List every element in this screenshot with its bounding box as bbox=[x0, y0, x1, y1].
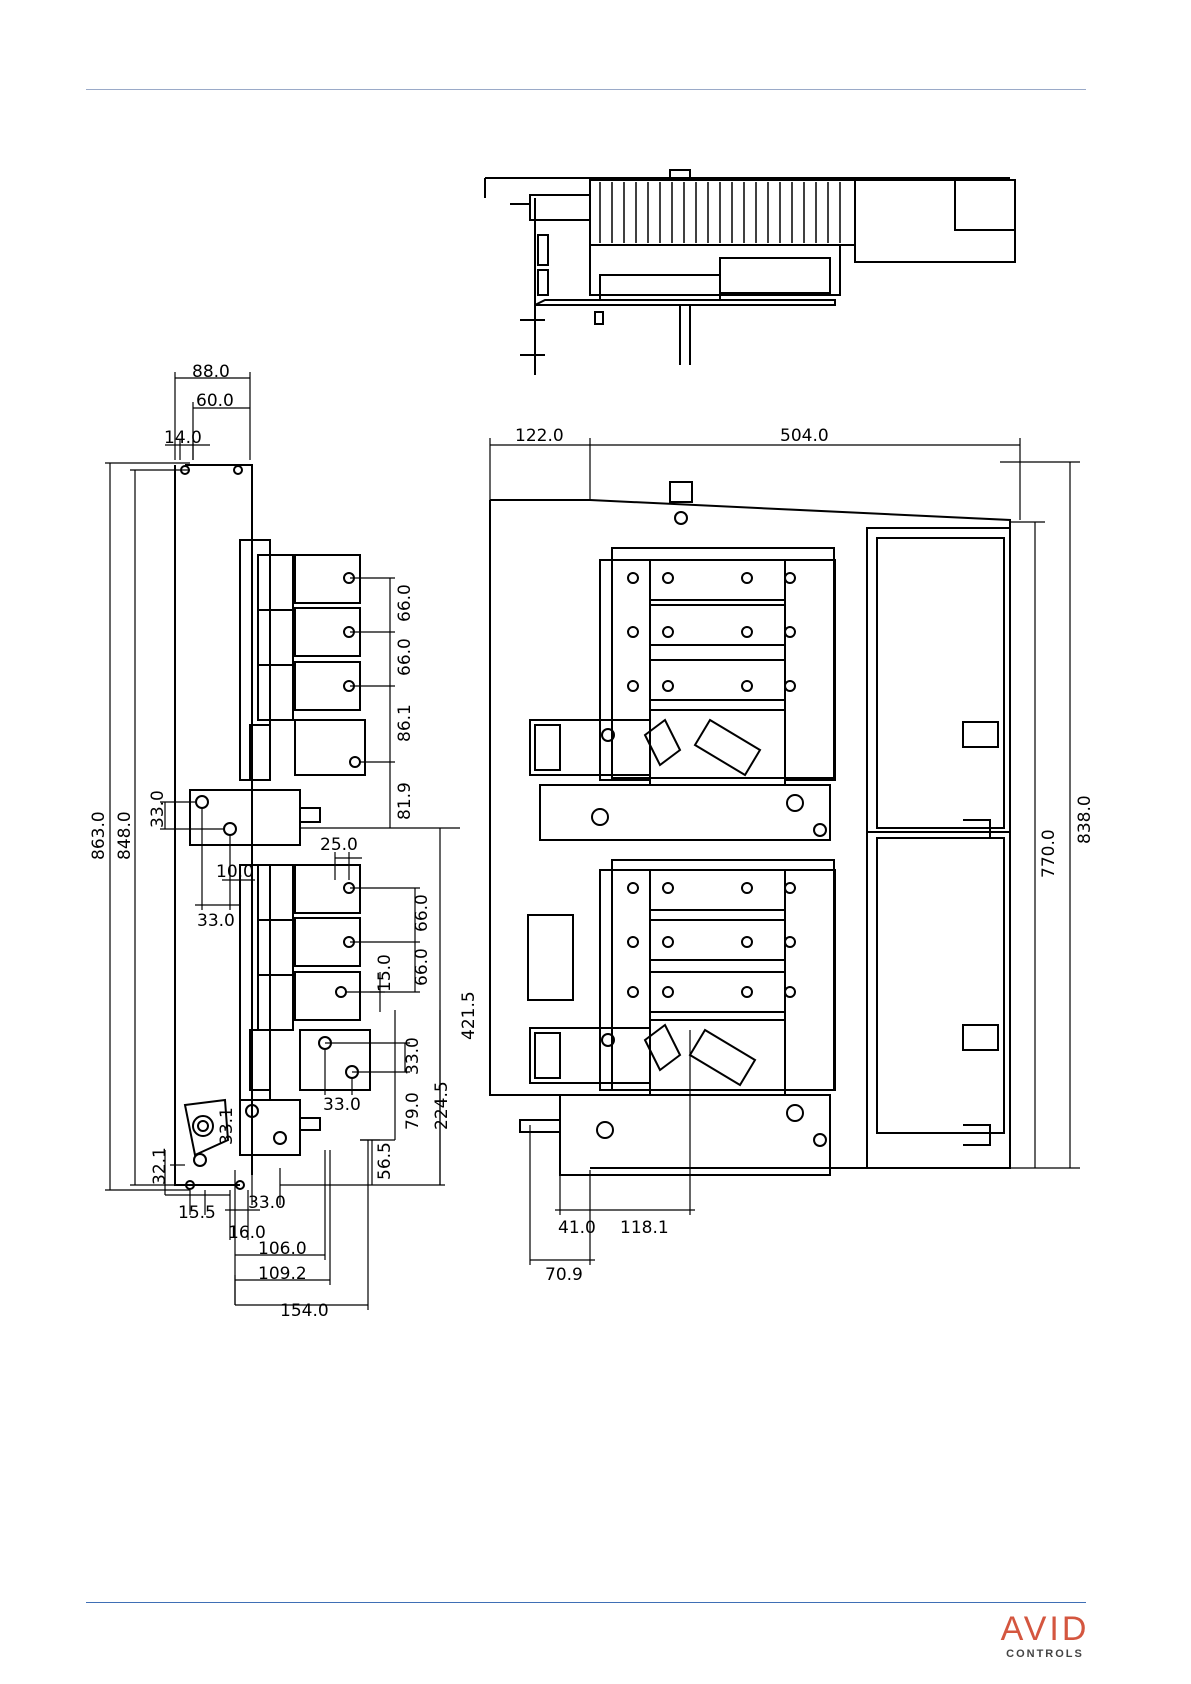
dim-88: 88.0 bbox=[192, 362, 230, 382]
dim-33-mid: 33.0 bbox=[148, 790, 168, 828]
dim-33-c: 33.0 bbox=[403, 1037, 423, 1075]
dim-109: 109.2 bbox=[258, 1264, 307, 1284]
logo-sub-text: CONTROLS bbox=[985, 1648, 1105, 1660]
dim-421: 421.5 bbox=[459, 991, 479, 1040]
dim-70: 70.9 bbox=[545, 1265, 583, 1285]
dim-81: 81.9 bbox=[395, 782, 415, 820]
top-view bbox=[485, 170, 1015, 375]
dim-10: 10.0 bbox=[216, 862, 254, 882]
dim-56: 56.5 bbox=[375, 1142, 395, 1180]
dim-79: 79.0 bbox=[403, 1092, 423, 1130]
dim-66-a: 66.0 bbox=[395, 584, 415, 622]
dim-118: 118.1 bbox=[620, 1218, 669, 1238]
dim-86: 86.1 bbox=[395, 704, 415, 742]
dim-15-5: 15.5 bbox=[178, 1203, 216, 1223]
dim-770: 770.0 bbox=[1039, 829, 1059, 878]
dimension-labels: 88.0 60.0 14.0 863.0 848.0 66.0 66.0 86.… bbox=[89, 362, 1095, 1321]
dim-25: 25.0 bbox=[320, 835, 358, 855]
dim-33-d: 33.0 bbox=[323, 1095, 361, 1115]
dim-14: 14.0 bbox=[164, 428, 202, 448]
dim-33-b: 33.0 bbox=[197, 911, 235, 931]
dim-504: 504.0 bbox=[780, 426, 829, 446]
dim-66-c: 66.0 bbox=[412, 894, 432, 932]
dim-15: 15.0 bbox=[375, 954, 395, 992]
logo-main-text: AVID bbox=[985, 1612, 1105, 1646]
dim-32: 32.1 bbox=[150, 1147, 170, 1185]
dim-41: 41.0 bbox=[558, 1218, 596, 1238]
avid-controls-logo: AVID CONTROLS bbox=[985, 1612, 1105, 1660]
footer-rule bbox=[86, 1602, 1086, 1603]
side-view bbox=[175, 465, 370, 1189]
dim-33-e: 33.0 bbox=[248, 1193, 286, 1213]
dim-224: 224.5 bbox=[432, 1081, 452, 1130]
dim-106: 106.0 bbox=[258, 1239, 307, 1259]
dim-66-d: 66.0 bbox=[412, 948, 432, 986]
dim-838: 838.0 bbox=[1075, 795, 1095, 844]
front-view bbox=[490, 482, 1010, 1175]
dim-154: 154.0 bbox=[280, 1301, 329, 1321]
dim-122: 122.0 bbox=[515, 426, 564, 446]
dim-60: 60.0 bbox=[196, 391, 234, 411]
dim-33-1: 33.1 bbox=[217, 1107, 237, 1145]
dim-863: 863.0 bbox=[89, 811, 109, 860]
dim-66-b: 66.0 bbox=[395, 638, 415, 676]
dim-848: 848.0 bbox=[115, 811, 135, 860]
